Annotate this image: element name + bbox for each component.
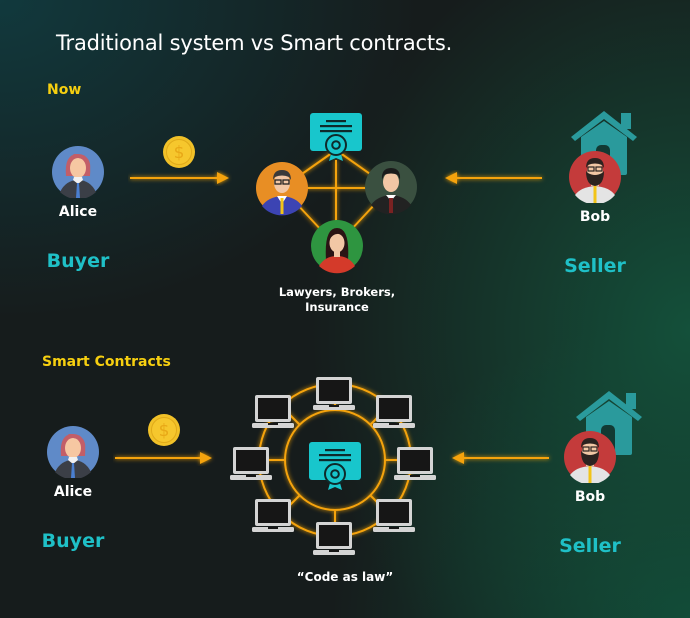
seller-avatar-2	[564, 431, 616, 483]
bearded-man-avatar-icon	[569, 151, 621, 203]
insurance-agent-avatar-icon	[311, 220, 363, 274]
seller-role-2: Seller	[559, 535, 621, 557]
laptop-icon	[373, 499, 415, 532]
caption-line-1: Lawyers, Brokers,	[278, 285, 396, 299]
seller-avatar	[569, 151, 621, 203]
seller-role: Seller	[564, 255, 626, 277]
caption-line-2: Insurance	[305, 300, 369, 314]
buyer-avatar	[52, 146, 104, 198]
laptop-icon	[394, 447, 436, 480]
network-caption: “Code as law”	[296, 570, 394, 584]
laptop-icon	[252, 395, 294, 428]
lawyer-avatar-icon	[255, 161, 309, 217]
buyer-role: Buyer	[46, 250, 110, 272]
laptop-icon	[373, 395, 415, 428]
smart-contract-network	[230, 377, 436, 555]
buyer-name: Alice	[58, 204, 98, 220]
buyer-role-2: Buyer	[41, 530, 105, 552]
certificate-icon	[309, 112, 363, 162]
payment-coin-2	[148, 414, 180, 446]
arrow-right-icon	[115, 452, 212, 464]
section-label-smart-contracts: Smart Contracts	[42, 354, 171, 370]
arrow-left-icon	[445, 172, 542, 184]
buyer-name-2: Alice	[53, 484, 93, 500]
payment-coin	[163, 136, 195, 168]
arrow-left-icon	[452, 452, 549, 464]
laptop-icon	[313, 522, 355, 555]
dollar-coin-icon	[163, 136, 195, 168]
seller-name-2: Bob	[574, 489, 606, 505]
laptop-icon	[230, 447, 272, 480]
page-title: Traditional system vs Smart contracts.	[56, 31, 453, 55]
certificate-icon	[308, 441, 362, 491]
laptop-icon	[252, 499, 294, 532]
arrow-right-icon	[130, 172, 229, 184]
dollar-coin-icon	[148, 414, 180, 446]
intermediaries-caption: Lawyers, Brokers, Insurance	[262, 285, 412, 315]
broker-avatar-icon	[365, 161, 417, 215]
bearded-man-avatar-icon	[564, 431, 616, 483]
laptop-icon	[313, 377, 355, 410]
intermediaries-network	[255, 112, 417, 274]
buyer-avatar-2	[47, 426, 99, 478]
woman-avatar-icon	[52, 146, 104, 198]
woman-avatar-icon	[47, 426, 99, 478]
seller-name: Bob	[579, 209, 611, 225]
section-label-now: Now	[47, 82, 82, 98]
